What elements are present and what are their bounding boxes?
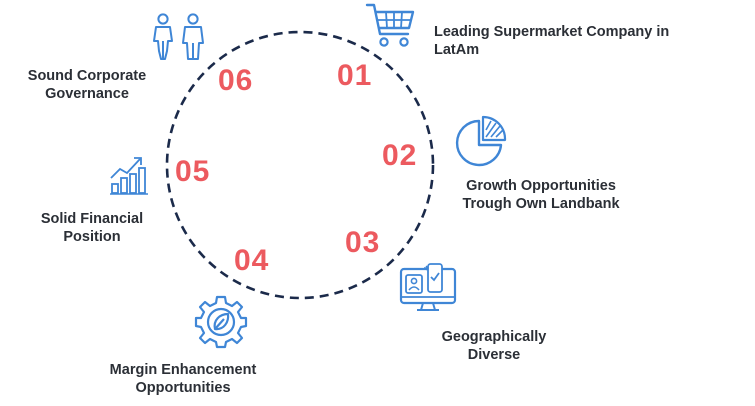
label-line-1: Leading Supermarket Company in [434,24,670,40]
label-sound-governance: Sound Corporate Governance [12,67,162,103]
label-growth-opportunities: Growth Opportunities Trough Own Landbank [441,177,641,213]
growth-bar-chart-icon [108,154,150,196]
label-line-1: Growth Opportunities [466,178,616,194]
label-line-2: Diverse [467,347,521,363]
pie-chart-icon [452,115,508,171]
label-solid-financial: Solid Financial Position [22,210,162,246]
label-line-2: LatAm [434,42,480,58]
label-margin-enhancement: Margin Enhancement Opportunities [88,361,278,397]
step-number-01: 01 [337,59,373,92]
shopping-cart-icon [365,2,417,50]
label-line-2: Governance [45,86,129,102]
gear-leaf-icon [193,294,249,350]
label-line-1: Solid Financial [40,211,144,227]
step-number-04: 04 [234,244,270,277]
step-number-05: 05 [175,155,211,188]
people-icon [149,13,213,63]
label-line-1: Margin Enhancement [109,362,257,378]
label-geographically-diverse: Geographically Diverse [424,328,564,364]
step-number-06: 06 [218,64,254,97]
label-line-2: Opportunities [135,380,231,396]
label-line-1: Sound Corporate [27,68,147,84]
monitor-exchange-icon [398,262,460,312]
step-number-03: 03 [345,226,381,259]
label-leading-supermarket: Leading Supermarket Company in LatAm [434,23,669,59]
label-line-2: Position [63,229,121,245]
label-line-1: Geographically [441,329,547,345]
step-number-02: 02 [382,139,418,172]
label-line-2: Trough Own Landbank [462,196,620,212]
